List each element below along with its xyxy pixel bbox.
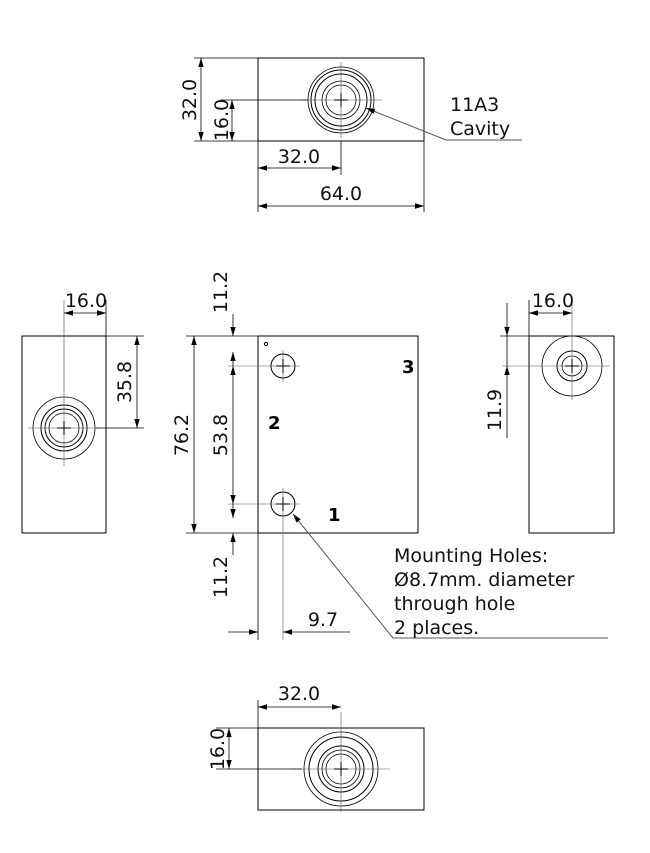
front-view: 11.2 76.2 53.8 11.2 9.7 1 2 3 Mounting H…	[171, 271, 608, 640]
top-width-dim: 64.0	[320, 183, 362, 205]
bottom-center-y-dim: 16.0	[207, 728, 229, 770]
front-height-dim: 76.2	[171, 414, 193, 456]
note-line-4: 2 places.	[394, 617, 479, 639]
right-port	[502, 300, 610, 400]
front-corner-mark	[263, 341, 269, 347]
mounting-hole-upper	[228, 350, 300, 382]
cavity-label-text: Cavity	[450, 118, 510, 140]
left-center-x-dim: 16.0	[65, 290, 107, 312]
top-cavity	[300, 62, 382, 138]
top-view: 32.0 16.0 32.0 64.0 11A3 Cavity	[179, 57, 522, 212]
front-hole-x-dim: 9.7	[308, 609, 338, 631]
front-top-dim: 11.2	[210, 271, 232, 313]
port-number-3: 3	[402, 357, 415, 378]
left-port	[28, 300, 100, 466]
front-hole-spacing-dim: 53.8	[210, 414, 232, 456]
cavity-label-code: 11A3	[450, 94, 499, 116]
top-height-dim: 32.0	[179, 79, 201, 121]
mounting-holes-note: Mounting Holes: Ø8.7mm. diameter through…	[394, 545, 575, 639]
top-center-x-dim: 32.0	[278, 146, 320, 168]
note-line-1: Mounting Holes:	[394, 545, 548, 567]
bottom-center-x-dim: 32.0	[278, 683, 320, 705]
left-view: 16.0 35.8	[21, 290, 144, 534]
right-center-y-dim: 11.9	[484, 389, 506, 431]
note-line-3: through hole	[394, 593, 515, 615]
top-center-y-dim: 16.0	[211, 99, 233, 141]
note-line-2: Ø8.7mm. diameter	[394, 569, 575, 591]
bottom-view: 32.0 16.0	[207, 683, 425, 812]
front-view-outline	[257, 335, 419, 534]
bottom-port	[290, 712, 390, 812]
right-view: 16.0 11.9	[484, 290, 615, 534]
right-center-x-dim: 16.0	[532, 290, 574, 312]
port-number-1: 1	[328, 505, 341, 526]
port-number-2: 2	[268, 413, 281, 434]
front-bottom-dim: 11.2	[210, 556, 232, 598]
left-center-y-dim: 35.8	[114, 361, 136, 403]
mounting-hole-lower	[228, 488, 300, 640]
